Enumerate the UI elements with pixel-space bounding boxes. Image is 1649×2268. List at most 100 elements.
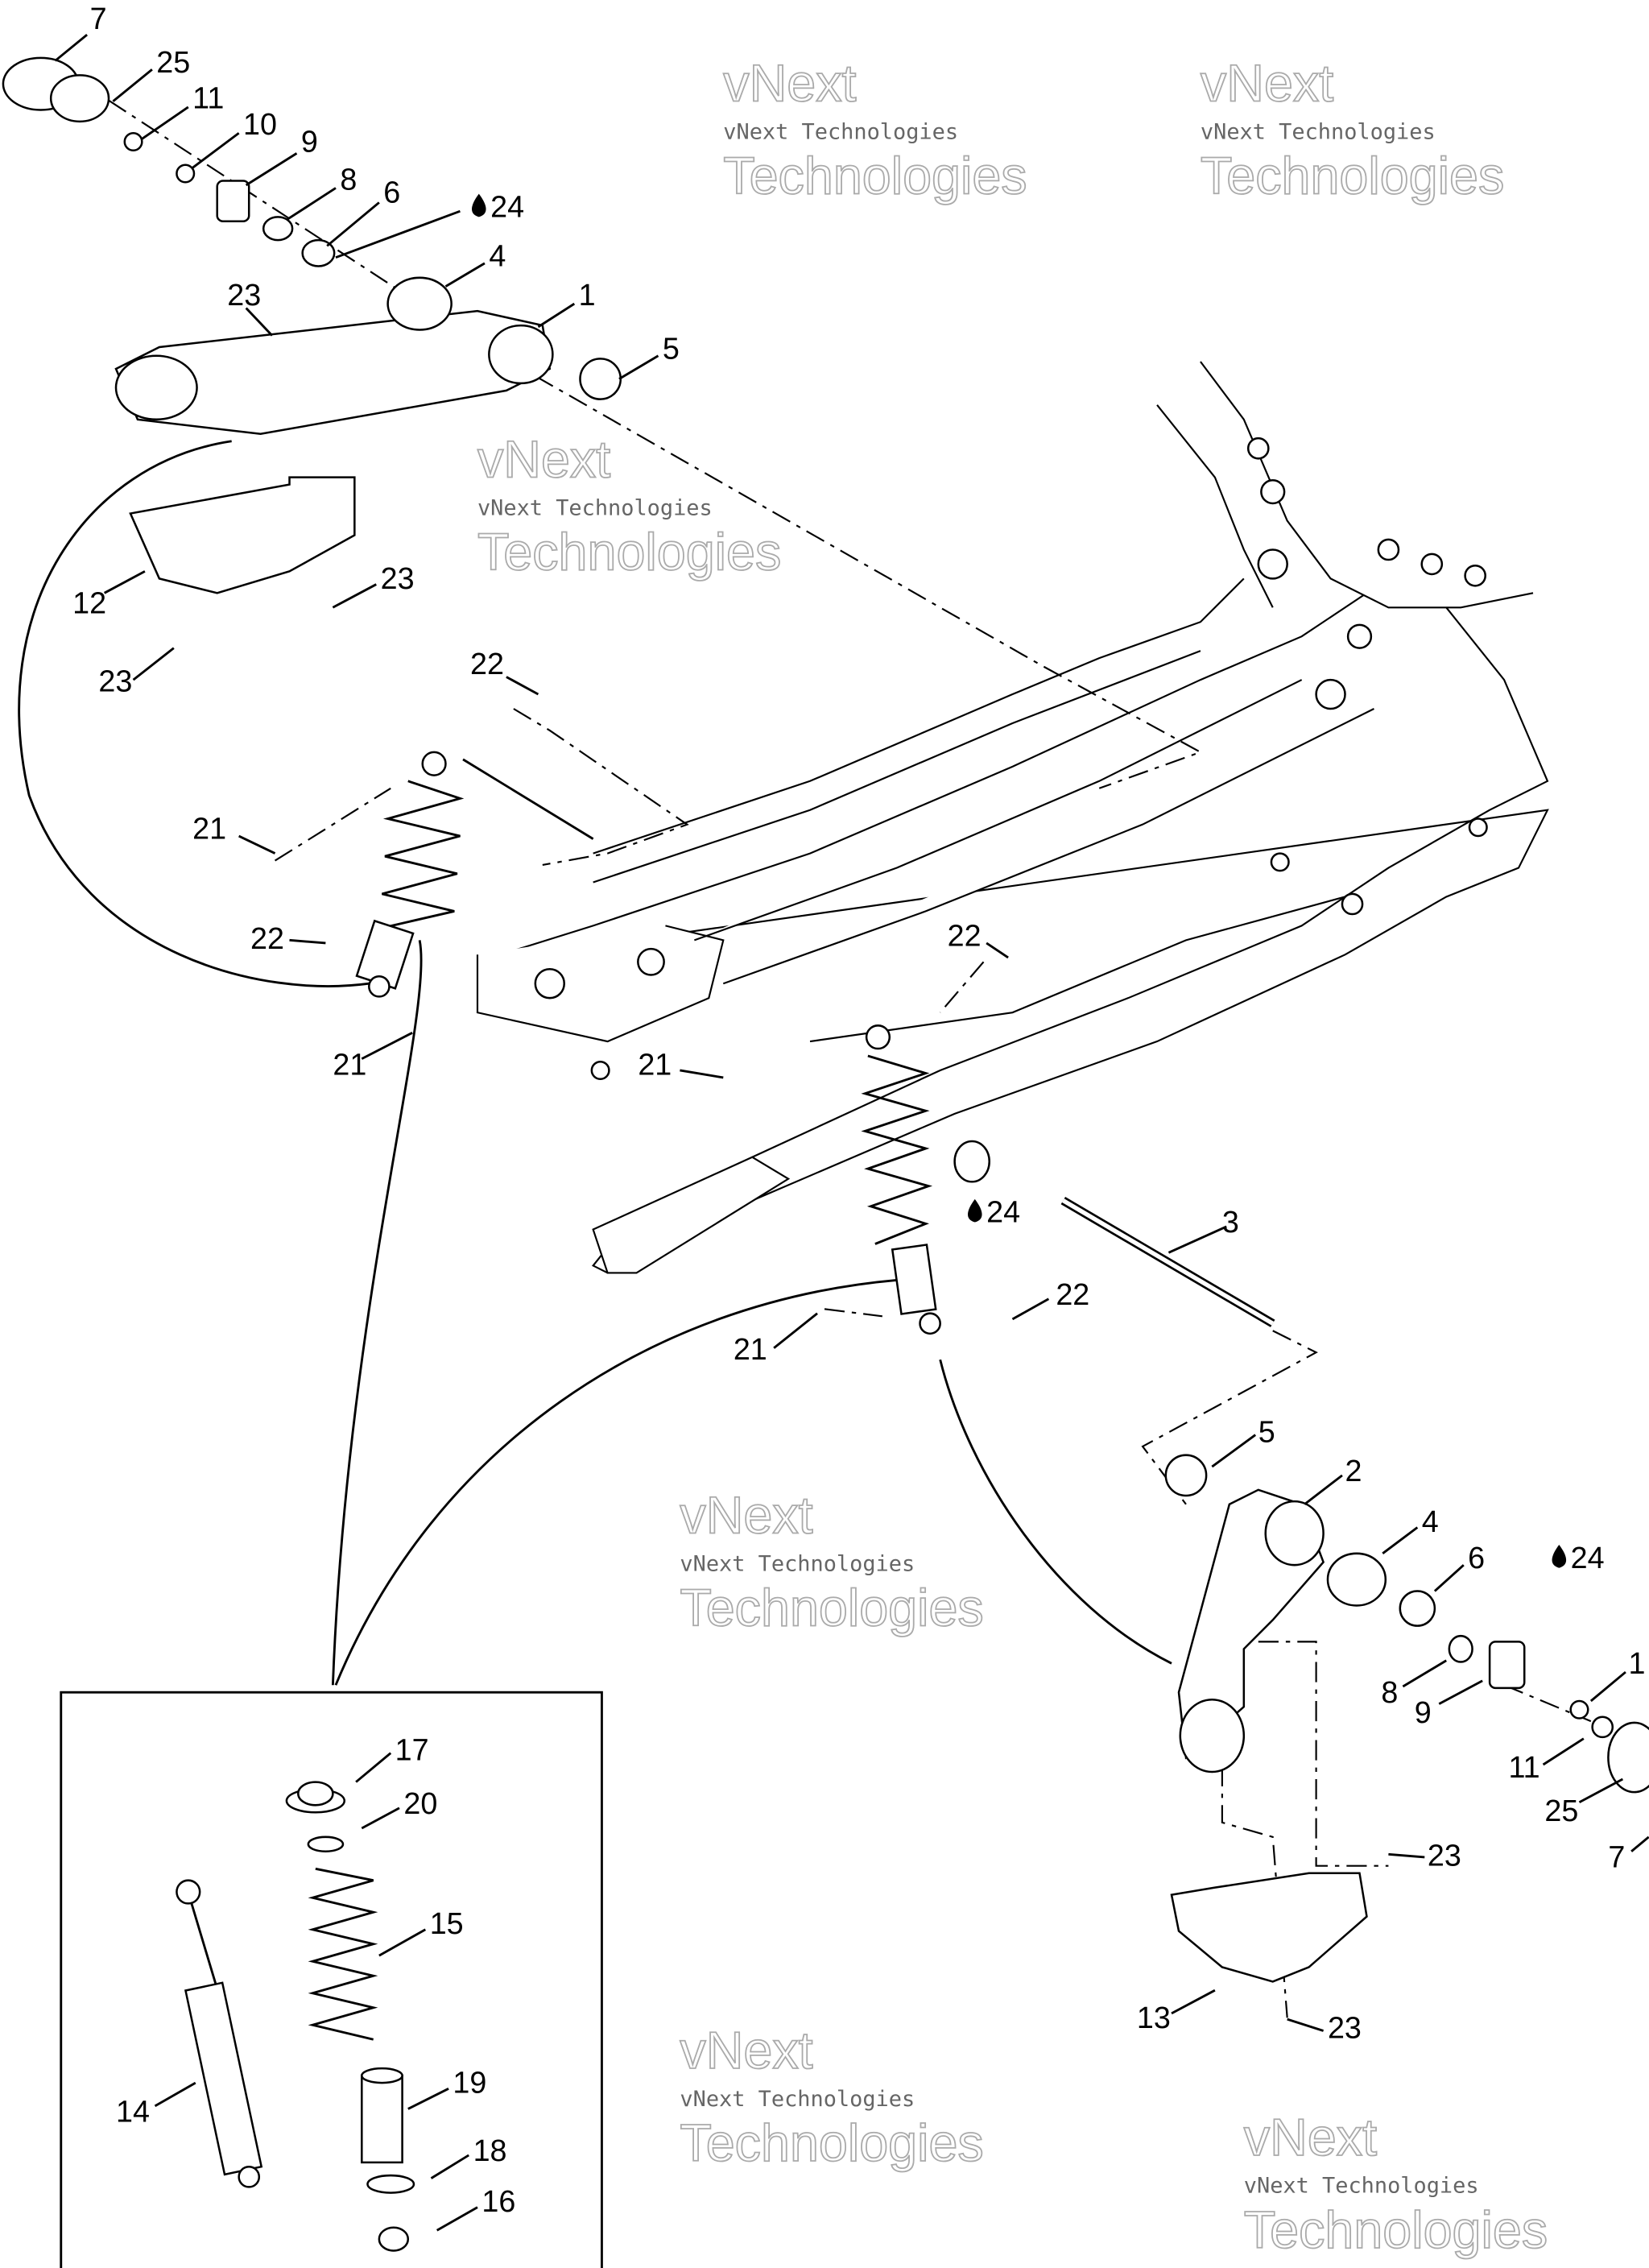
leader-line	[1542, 1737, 1585, 1766]
leader-line	[1168, 1225, 1227, 1254]
leader-line	[141, 106, 189, 140]
leader-line	[154, 2081, 196, 2108]
leader-line	[1011, 1297, 1050, 1321]
callout-7: 24	[335, 189, 524, 259]
callout-number: 24	[490, 189, 524, 223]
callout-35: 7	[1608, 1836, 1649, 1874]
leader-line	[361, 1807, 400, 1830]
callout-19: 22	[948, 919, 1009, 959]
callout-number: 25	[156, 45, 190, 79]
watermark-text: vNext	[477, 430, 610, 489]
callout-8: 4	[444, 238, 506, 288]
callout-29: 24	[1552, 1541, 1605, 1575]
callout-17: 22	[250, 921, 326, 955]
callout-34: 25	[1544, 1778, 1624, 1827]
leader-line	[1578, 1778, 1624, 1803]
callout-number: 19	[453, 2066, 486, 2100]
callout-26: 2	[1304, 1454, 1362, 1505]
callout-12: 12	[72, 570, 146, 619]
leader-line	[289, 938, 326, 945]
leader-line	[1402, 1659, 1447, 1688]
leader-line	[245, 307, 274, 337]
callout-number: 20	[403, 1786, 437, 1820]
leader-line	[1304, 1474, 1343, 1505]
leader-line	[436, 2206, 478, 2232]
callout-number: 10	[243, 107, 277, 141]
callout-38: 23	[1287, 2010, 1362, 2044]
callout-number: 21	[333, 1047, 366, 1081]
watermark-text: Technologies	[723, 147, 1027, 205]
callout-number: 9	[1415, 1695, 1432, 1729]
callout-0: 7	[54, 2, 107, 62]
callout-number: 21	[734, 1332, 767, 1366]
right-guard	[1170, 1872, 1368, 1983]
callout-3: 10	[192, 107, 277, 169]
frame-holes	[534, 437, 1488, 1081]
callout-number: 8	[340, 162, 357, 196]
watermark-text: vNext	[680, 1486, 812, 1545]
leader-line	[407, 2088, 449, 2110]
callout-number: 2	[1345, 1454, 1362, 1488]
callout-30: 1	[1589, 1646, 1645, 1703]
callout-number: 23	[227, 278, 261, 312]
leader-line	[326, 201, 380, 247]
callout-39: 17	[355, 1733, 429, 1783]
callout-1: 25	[112, 45, 190, 102]
callout-33: 11	[1508, 1737, 1585, 1784]
callout-24: 21	[734, 1312, 818, 1366]
watermark-text: Technologies	[477, 523, 781, 581]
watermark-text: Technologies	[1244, 2200, 1548, 2259]
callout-number: 15	[430, 1906, 464, 1940]
leader-line	[112, 68, 153, 102]
leader-line	[335, 209, 461, 259]
leader-line	[355, 1752, 392, 1783]
leader-line	[1211, 1434, 1257, 1468]
callout-number: 11	[192, 81, 224, 115]
callout-2: 11	[141, 81, 224, 140]
callout-14: 23	[98, 647, 175, 697]
left-swing-arm	[114, 309, 554, 436]
leader-line	[361, 1032, 413, 1060]
callout-number: 22	[948, 919, 982, 953]
leader-line	[378, 1928, 427, 1957]
callout-37: 13	[1137, 1989, 1216, 2034]
callout-number: 9	[301, 125, 318, 159]
leader-line	[245, 152, 298, 187]
leader-line	[132, 647, 175, 681]
callout-28: 6	[1433, 1541, 1485, 1592]
watermark-text: vNext	[680, 2021, 812, 2080]
leader-line	[537, 302, 576, 329]
callout-20: 21	[638, 1047, 724, 1081]
callout-number: 24	[986, 1195, 1020, 1229]
leader-line	[1171, 1989, 1216, 2015]
callout-21: 24	[968, 1195, 1020, 1229]
callout-4: 9	[245, 125, 318, 187]
callout-44: 18	[430, 2133, 507, 2179]
leader-line	[286, 187, 337, 221]
callout-number: 16	[481, 2184, 515, 2218]
leader-line	[1433, 1564, 1465, 1592]
callout-number: 1	[579, 278, 596, 312]
callout-number: 11	[1508, 1750, 1539, 1784]
callout-number: 12	[72, 586, 106, 619]
callout-5: 8	[286, 162, 357, 221]
leader-line	[1388, 1852, 1425, 1859]
leader-line	[1382, 1526, 1419, 1554]
callout-13: 23	[332, 561, 415, 609]
callout-number: 22	[470, 647, 504, 681]
callout-number: 24	[1571, 1541, 1605, 1575]
callout-number: 6	[383, 175, 400, 209]
callout-number: 21	[638, 1047, 672, 1081]
callout-23: 22	[1011, 1277, 1089, 1321]
leader-line	[332, 583, 377, 609]
callout-number: 22	[250, 921, 284, 955]
leader-line	[103, 570, 146, 594]
callout-number: 8	[1381, 1675, 1398, 1709]
callout-number: 23	[1428, 1839, 1461, 1873]
watermark-text: vNext	[723, 54, 856, 113]
